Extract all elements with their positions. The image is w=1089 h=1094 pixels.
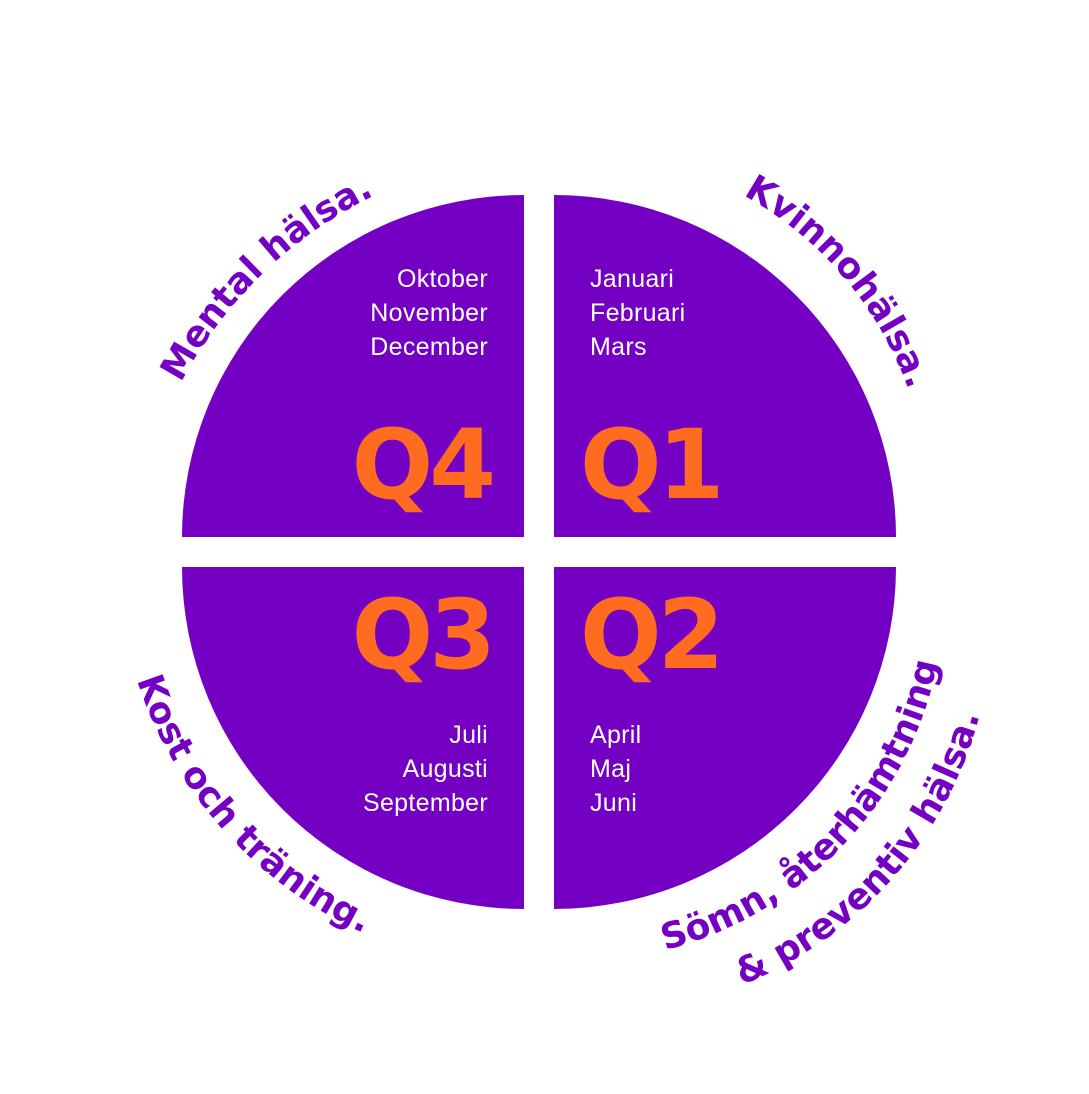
months-q3: Juli Augusti September bbox=[363, 718, 488, 820]
month-item: September bbox=[363, 789, 488, 817]
month-item: December bbox=[370, 333, 488, 361]
quarter-label-q2: Q2 bbox=[580, 579, 724, 691]
month-item: Juli bbox=[449, 721, 488, 749]
quadrant-q3 bbox=[182, 567, 524, 909]
months-q1: Januari Februari Mars bbox=[590, 262, 686, 364]
month-item: Januari bbox=[590, 265, 675, 293]
months-q2: April Maj Juni bbox=[590, 718, 642, 820]
quarter-label-q4: Q4 bbox=[351, 409, 496, 521]
month-item: November bbox=[370, 299, 488, 327]
quadrant-q4 bbox=[182, 195, 524, 537]
quarter-label-q1: Q1 bbox=[580, 409, 724, 521]
months-q4: Oktober November December bbox=[370, 262, 488, 364]
month-item: Februari bbox=[590, 299, 686, 327]
quadrant-q2 bbox=[554, 567, 896, 909]
month-item: Mars bbox=[590, 333, 647, 361]
quadrant-q1 bbox=[554, 195, 896, 537]
month-item: Juni bbox=[590, 789, 638, 817]
month-item: Augusti bbox=[402, 755, 488, 783]
quarter-label-q3: Q3 bbox=[351, 579, 496, 691]
month-item: April bbox=[590, 721, 642, 749]
month-item: Maj bbox=[590, 755, 632, 783]
month-item: Oktober bbox=[396, 265, 488, 293]
